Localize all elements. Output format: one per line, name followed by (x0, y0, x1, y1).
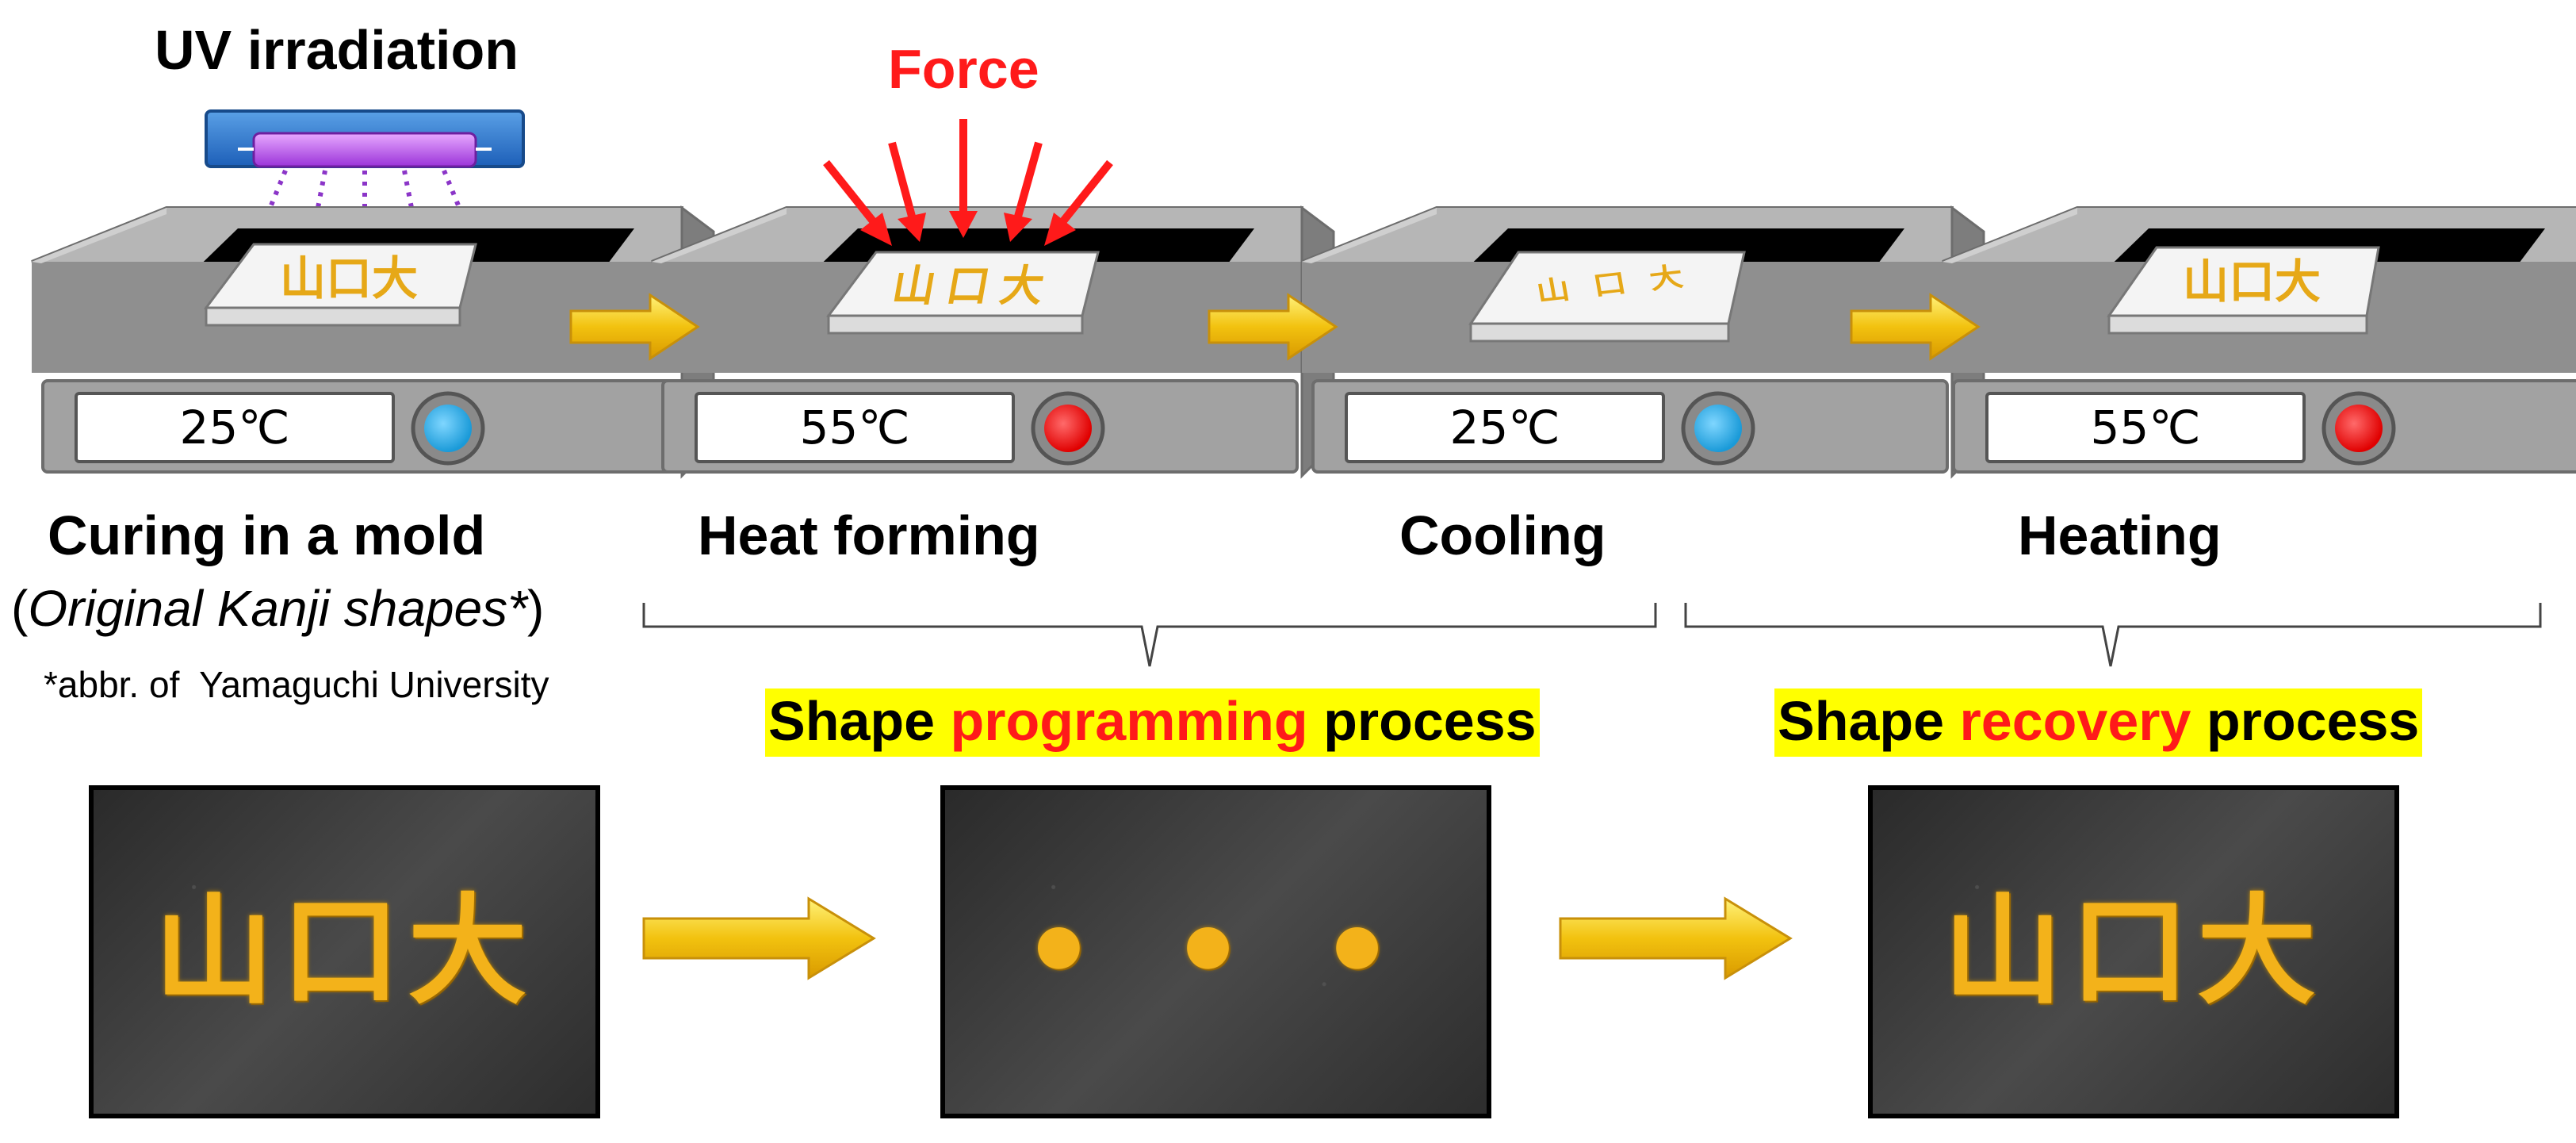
curing-label: Curing in a mold (48, 508, 485, 563)
photo-programmed-blobs: • • • (945, 892, 1487, 1011)
paren-open: ( (11, 580, 28, 637)
programming-pre: Shape (768, 690, 951, 752)
cold-indicator-icon (424, 405, 472, 452)
programming-accent: programming (951, 690, 1308, 752)
hot-indicator-icon (1044, 405, 1092, 452)
photo-original: 山口大 (89, 785, 600, 1118)
heating-label: Heating (2018, 508, 2222, 563)
force-label: Force (888, 41, 1039, 97)
sample-kanji-2: 山口大 (875, 265, 1073, 308)
recovery-post: process (2191, 690, 2419, 752)
cooling-label: Cooling (1399, 508, 1606, 563)
temperature-display-1: 25℃ (76, 405, 393, 451)
cold-indicator-icon (1694, 405, 1742, 452)
photo-recovered: 山口大 (1868, 785, 2399, 1118)
sample-kanji-1: 山口大 (262, 255, 436, 301)
abbreviation-note: *abbr. of Yamaguchi University (44, 666, 549, 703)
uv-irradiation-label: UV irradiation (155, 22, 519, 78)
sample-kanji-4: 山口大 (2165, 259, 2339, 305)
temperature-display-4: 55℃ (1987, 405, 2304, 451)
arrow-icon-4 (644, 899, 874, 978)
photo-original-kanji: 山口大 (94, 892, 595, 1011)
arrow-icon-5 (1560, 899, 1790, 978)
temperature-display-2: 55℃ (696, 405, 1013, 451)
force-arrows-icon (826, 119, 1110, 246)
programming-post: process (1308, 690, 1537, 752)
paren-close: ) (527, 580, 544, 637)
original-shapes-label: (Original Kanji shapes*) (11, 583, 544, 634)
recovery-accent: recovery (1960, 690, 2191, 752)
original-shapes-italic: Original Kanji shapes* (28, 580, 527, 637)
photo-programmed: • • • (940, 785, 1491, 1118)
heat-forming-label: Heat forming (698, 508, 1040, 563)
shape-recovery-label: Shape recovery process (1774, 688, 2422, 757)
recovery-brace (1686, 603, 2540, 666)
photo-recovered-kanji: 山口大 (1873, 892, 2394, 1011)
shape-programming-label: Shape programming process (765, 688, 1540, 757)
hot-indicator-icon (2335, 405, 2383, 452)
temperature-display-3: 25℃ (1346, 405, 1663, 451)
recovery-pre: Shape (1778, 690, 1960, 752)
programming-brace (644, 603, 1655, 666)
